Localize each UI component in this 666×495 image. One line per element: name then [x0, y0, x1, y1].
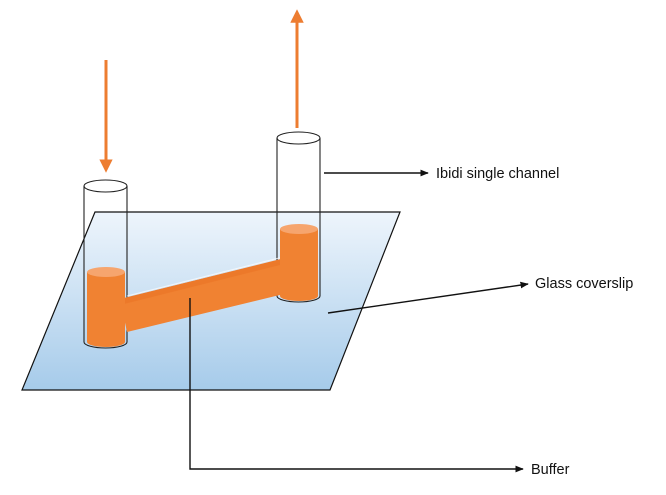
leader-line-buffer	[189, 298, 524, 473]
buffer-right-column	[280, 224, 318, 301]
buffer-channel	[120, 256, 292, 332]
label-glass-coverslip: Glass coverslip	[535, 276, 633, 292]
label-ibidi-single-channel: Ibidi single channel	[436, 166, 559, 182]
leader-line-coverslip	[327, 281, 529, 314]
buffer-left-column	[87, 267, 125, 347]
label-buffer: Buffer	[531, 462, 570, 478]
